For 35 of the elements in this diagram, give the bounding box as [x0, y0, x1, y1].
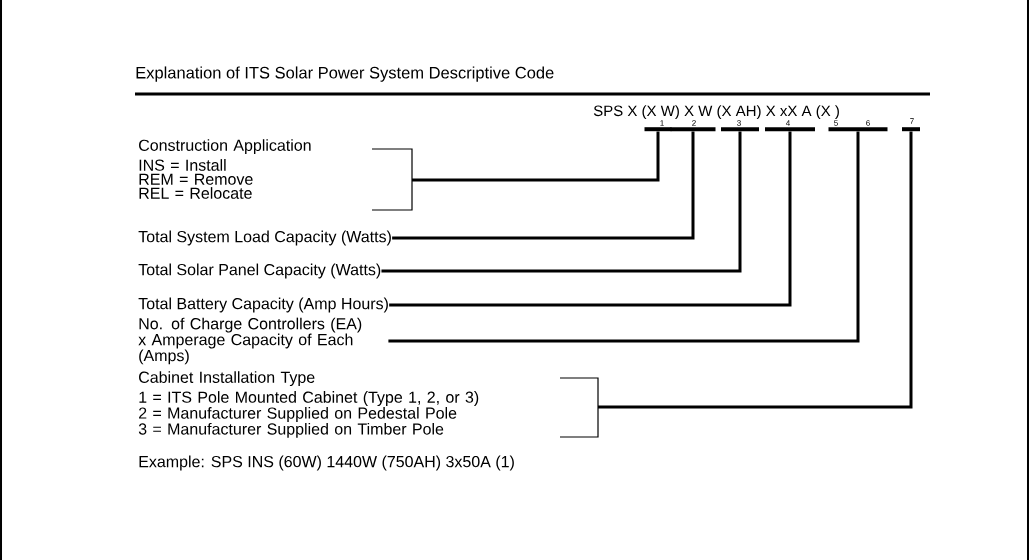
callout-number: 5	[834, 120, 838, 126]
node-label: INS = Install	[139, 159, 226, 171]
node-label: 1 = ITS Pole Mounted Cabinet (Type 1, 2, or 3)	[139, 391, 479, 407]
t-bar	[902, 127, 920, 132]
legend-text: Construction Application INS = Install REM = Remove REL = Relocate	[139, 139, 311, 199]
legend-text: No. of Charge Controllers (EA) x Amperage Capacity of Each (Amps)	[138, 317, 362, 365]
t-bar	[765, 127, 815, 132]
t-bar	[828, 127, 888, 132]
example-text: Example: SPS INS (60W) 1440W (750AH) 3x50A (1)	[139, 455, 514, 471]
node-label: REL = Relocate	[139, 187, 252, 199]
t-bar	[644, 127, 672, 132]
callout-number: 4	[785, 120, 790, 126]
node-label: 2 = Manufacturer Supplied on Pedestal Pole	[139, 407, 457, 422]
callout-number: 7	[910, 118, 914, 124]
node-label: 3 = Manufacturer Supplied on Timber Pole	[138, 422, 444, 438]
callout-number: 3	[737, 120, 741, 126]
connector-line	[392, 131, 695, 240]
code-text: SPS X (X W) X W (X AH) X xX A (X )	[593, 105, 839, 120]
node-label: Construction Application	[139, 139, 311, 155]
t-bar	[721, 127, 759, 132]
callout-number: 2	[692, 120, 696, 126]
connector-line	[381, 131, 742, 273]
legend-text: Total Battery Capacity (Amp Hours)	[138, 297, 388, 313]
node-label: Cabinet Installation Type	[139, 371, 315, 387]
legend-text: Total System Load Capacity (Watts)	[138, 230, 391, 246]
connector-line	[412, 131, 660, 182]
connector-line	[388, 131, 860, 343]
node-label: REM = Remove	[139, 173, 253, 185]
title: Explanation of ITS Solar Power System Descriptive Code	[136, 66, 554, 82]
connector-line	[389, 131, 792, 307]
callout-number: 1	[660, 120, 664, 126]
legend-text: Cabinet Installation Type 1 = ITS Pole Mounted Cabinet (Type 1, 2, or 3) 2 = Manufacturer Supplied on Pedestal Pole 3 = Manufacturer Supplied on Timber Pole	[138, 371, 479, 438]
connector-line	[598, 131, 913, 409]
legend-text: Total Solar Panel Capacity (Watts)	[138, 263, 381, 279]
t-bar	[670, 127, 716, 132]
